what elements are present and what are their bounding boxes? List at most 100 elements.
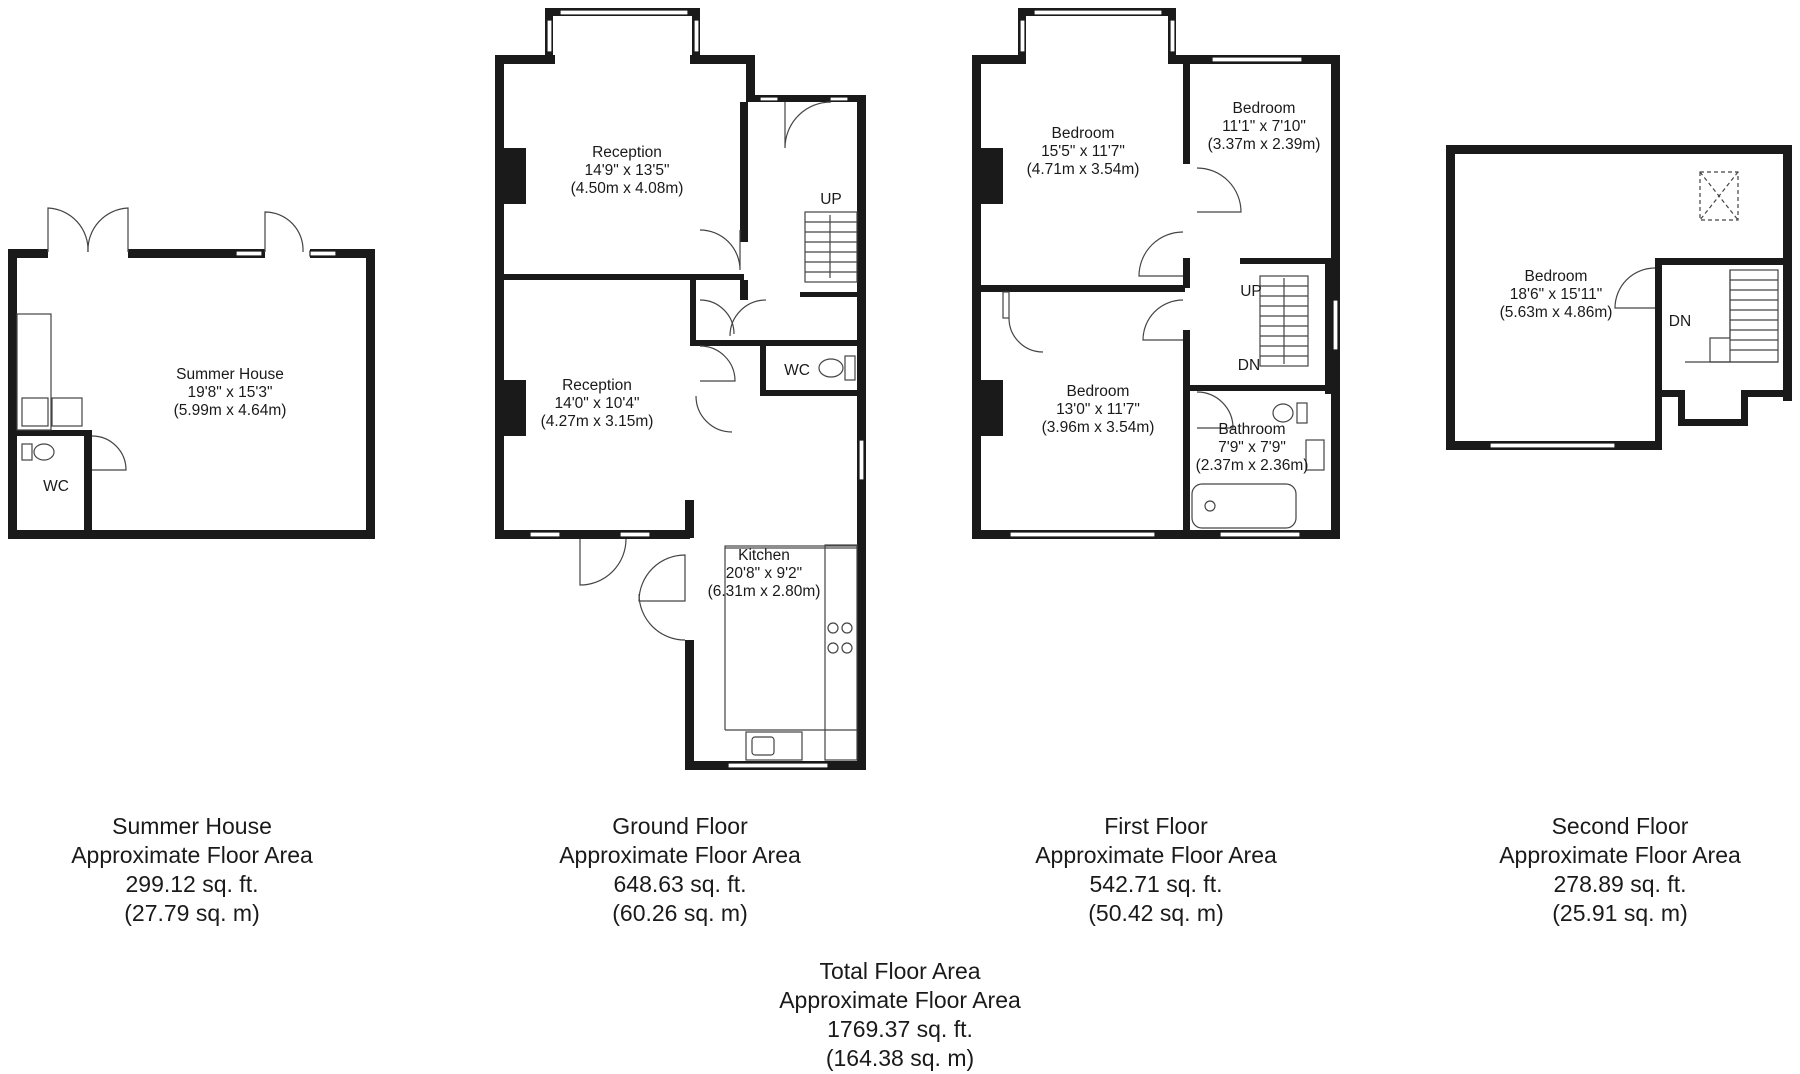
ground-kitchen-rear-window [727, 762, 829, 769]
second-bedroom-metric: (5.63m x 4.86m) [1500, 304, 1613, 321]
ground-floor-plan: UP WC Reception 14'9" x 13'5" (4.50m x 4… [495, 8, 866, 770]
ground-kitchen-metric: (6.31m x 2.80m) [708, 583, 821, 600]
summer-house-top-wall [8, 249, 375, 258]
ground-reception-front-imperial: 14'9" x 13'5" [584, 162, 669, 179]
summer-house-caption-title: Summer House [112, 813, 272, 839]
first-stairs-dn-label: DN [1238, 357, 1260, 374]
second-floor-plan: DN Bedroom 18'6" x 15'11" (5.63m x 4.86m… [1446, 145, 1792, 450]
second-stairs-dn-label: DN [1669, 313, 1691, 330]
ground-stairs-label: UP [820, 191, 842, 208]
first-bedroom-front-metric: (4.71m x 3.54m) [1027, 161, 1140, 178]
first-bedroom-rear-metric: (3.96m x 3.54m) [1042, 419, 1155, 436]
ground-rear-door [579, 538, 627, 586]
summer-house-wc-label: WC [43, 478, 69, 495]
second-floor-caption-title: Second Floor [1552, 813, 1689, 839]
summer-house-wc-wall [84, 434, 92, 534]
ground-kitchen-name: Kitchen [738, 547, 790, 564]
summer-house-wc-top-wall [17, 430, 92, 436]
first-floor-caption-sqft: 542.71 sq. ft. [1090, 871, 1223, 897]
ground-floor-caption-label: Approximate Floor Area [559, 842, 801, 868]
summer-house-window-1 [235, 250, 263, 257]
total-floor-area-caption: Total Floor Area Approximate Floor Area … [779, 958, 1021, 1071]
second-bedroom-door [1614, 267, 1656, 309]
first-toilet [1272, 403, 1294, 423]
first-bath [1191, 483, 1297, 529]
total-caption-sqm: (164.38 sq. m) [826, 1045, 974, 1071]
ground-chimney-front [504, 148, 526, 204]
summer-house-left-wall [8, 249, 17, 539]
first-stairs-up-label: UP [1240, 283, 1262, 300]
ground-hob [827, 622, 853, 654]
summer-house-sink [21, 397, 49, 427]
first-bottom-wall [972, 530, 1340, 539]
summer-house-plan: Summer House 19'8" x 15'3" (5.99m x 4.64… [8, 207, 375, 539]
ground-floor-caption-title: Ground Floor [612, 813, 748, 839]
ground-front-door [784, 101, 832, 149]
first-bedroom-small-metric: (3.37m x 2.39m) [1208, 136, 1321, 153]
second-rear-window [1489, 442, 1616, 449]
ground-kitchen-imperial: 20'8" x 9'2" [726, 565, 802, 582]
first-bay-window [1033, 9, 1163, 16]
ground-reception-rear-name: Reception [562, 377, 632, 394]
total-caption-title: Total Floor Area [819, 958, 980, 984]
second-left-wall [1446, 145, 1455, 450]
second-bedroom-imperial: 18'6" x 15'11" [1510, 286, 1602, 303]
summer-house-toilet [33, 443, 55, 461]
summer-house-bottom-wall [8, 530, 375, 539]
first-floor-caption-sqm: (50.42 sq. m) [1088, 900, 1224, 926]
second-skylight [1699, 171, 1739, 221]
ground-toilet [818, 358, 844, 378]
summer-house-worktop [16, 313, 52, 431]
first-bathroom-metric: (2.37m x 2.36m) [1196, 457, 1309, 474]
first-right-wall [1331, 55, 1340, 539]
summer-house-wc-door [91, 435, 127, 471]
second-top-wall [1446, 145, 1792, 154]
summer-house-room-name: Summer House [176, 366, 284, 383]
first-stairs [1259, 275, 1309, 367]
ground-bay-window [559, 9, 689, 16]
ground-wc-label: WC [784, 362, 810, 379]
first-bedroom-rear-name: Bedroom [1067, 383, 1130, 400]
ground-stairs [804, 211, 858, 283]
first-left-wall [972, 55, 981, 539]
first-basin [1305, 439, 1325, 471]
second-floor-caption-sqm: (25.91 sq. m) [1552, 900, 1688, 926]
first-floor-caption-title: First Floor [1104, 813, 1208, 839]
second-stairs [1685, 269, 1779, 363]
first-bedroom-small-name: Bedroom [1233, 100, 1296, 117]
total-caption-label: Approximate Floor Area [779, 987, 1021, 1013]
ground-floor-caption: Ground Floor Approximate Floor Area 648.… [559, 813, 801, 926]
ground-left-wall [495, 55, 504, 539]
ground-chimney-rear [504, 380, 526, 436]
summer-house-caption-sqm: (27.79 sq. m) [124, 900, 260, 926]
ground-right-wall [857, 95, 866, 770]
second-floor-caption: Second Floor Approximate Floor Area 278.… [1499, 813, 1741, 926]
ground-reception-front-metric: (4.50m x 4.08m) [571, 180, 684, 197]
second-right-wall [1783, 145, 1792, 401]
summer-house-door-left [47, 207, 89, 253]
ground-kitchen-worktop [824, 544, 858, 761]
first-bathroom-imperial: 7'9" x 7'9" [1218, 439, 1286, 456]
ground-reception-front-name: Reception [592, 144, 662, 161]
second-floor-caption-sqft: 278.89 sq. ft. [1554, 871, 1687, 897]
summer-house-door-right [87, 207, 129, 253]
ground-reception-door [699, 229, 741, 271]
first-rear-window [1009, 531, 1156, 538]
ground-floor-caption-sqft: 648.63 sq. ft. [614, 871, 747, 897]
summer-house-caption: Summer House Approximate Floor Area 299.… [71, 813, 313, 926]
first-bedroom-rear-imperial: 13'0" x 11'7" [1056, 401, 1140, 418]
summer-house-window-2 [309, 250, 337, 257]
summer-house-caption-label: Approximate Floor Area [71, 842, 313, 868]
first-bedroom-small-imperial: 11'1" x 7'10" [1222, 118, 1306, 135]
summer-house-room-metric: (5.99m x 4.64m) [174, 402, 287, 419]
first-floor-plan: UP DN Bedroom 15'5" x 11'7" (4.71m x 3.5… [972, 8, 1340, 539]
ground-reception-rear-metric: (4.27m x 3.15m) [541, 413, 654, 430]
second-bedroom-name: Bedroom [1525, 268, 1588, 285]
total-caption-sqft: 1769.37 sq. ft. [827, 1016, 973, 1042]
first-bathroom-name: Bathroom [1218, 421, 1285, 438]
second-floor-caption-label: Approximate Floor Area [1499, 842, 1741, 868]
first-floor-caption-label: Approximate Floor Area [1035, 842, 1277, 868]
summer-house-door-side [264, 211, 304, 253]
ground-floor-caption-sqm: (60.26 sq. m) [612, 900, 748, 926]
